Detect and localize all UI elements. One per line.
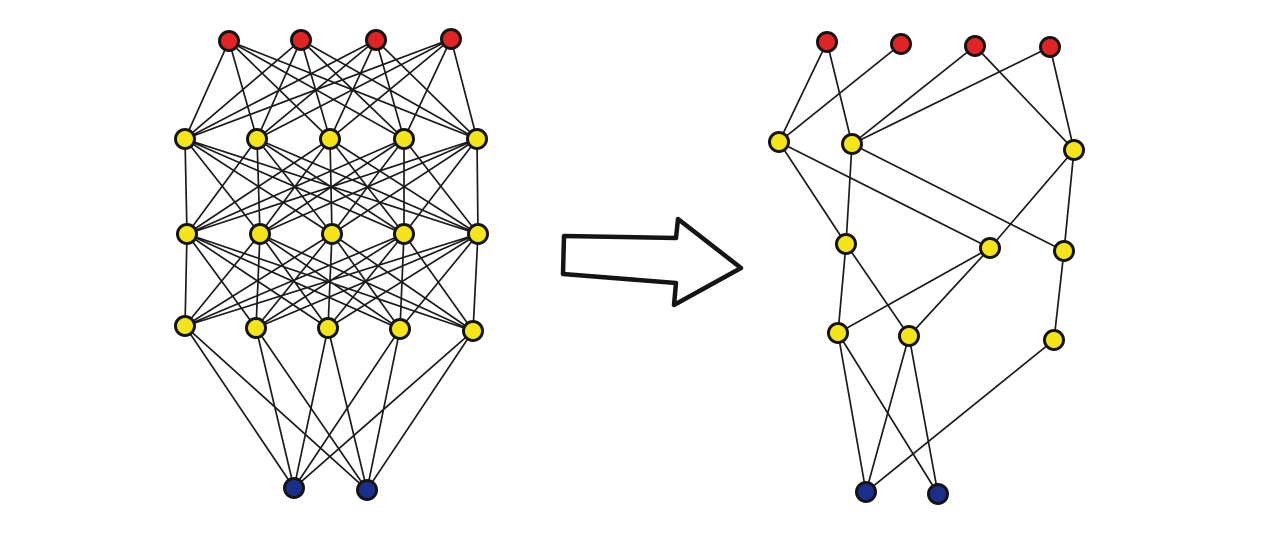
connection-edge bbox=[184, 39, 377, 140]
output-node bbox=[890, 33, 912, 55]
connection-edge bbox=[184, 138, 188, 235]
connection-edge bbox=[184, 233, 479, 327]
dense-network-nodes bbox=[174, 28, 489, 501]
connection-edge bbox=[399, 233, 479, 330]
connection-edge bbox=[1049, 46, 1075, 151]
right-arrow-icon bbox=[560, 216, 744, 308]
hidden-node bbox=[393, 223, 415, 245]
connection-edge bbox=[186, 138, 478, 235]
output-node bbox=[440, 28, 462, 50]
connection-edge bbox=[845, 143, 853, 245]
connection-edge bbox=[255, 233, 479, 329]
connection-edge bbox=[450, 38, 478, 140]
connection-edge bbox=[184, 233, 261, 327]
connection-edge bbox=[256, 38, 452, 140]
connection-edge bbox=[186, 138, 331, 235]
hidden-node bbox=[841, 133, 863, 155]
hidden-node bbox=[827, 322, 849, 344]
hidden-node bbox=[1053, 240, 1075, 262]
connection-edge bbox=[184, 233, 333, 327]
connection-edge bbox=[293, 328, 401, 489]
hidden-node bbox=[321, 223, 343, 245]
connection-edge bbox=[184, 233, 405, 327]
connection-edge bbox=[865, 339, 1055, 493]
dense-network-edges bbox=[184, 38, 479, 491]
connection-edge bbox=[778, 141, 991, 249]
hidden-node bbox=[246, 128, 268, 150]
connection-edge bbox=[329, 38, 452, 140]
connection-edge bbox=[366, 330, 474, 491]
pruned-network-edges bbox=[778, 41, 1075, 495]
connection-edge bbox=[778, 41, 828, 143]
output-node bbox=[365, 29, 387, 51]
hidden-node bbox=[393, 128, 415, 150]
connection-edge bbox=[184, 233, 188, 327]
connection-edge bbox=[837, 243, 847, 334]
input-node bbox=[283, 477, 305, 499]
connection-edge bbox=[331, 138, 478, 235]
connection-edge bbox=[1053, 250, 1065, 341]
hidden-node bbox=[249, 223, 271, 245]
connection-edge bbox=[403, 138, 478, 235]
connection-edge bbox=[472, 233, 479, 332]
pruned-network-nodes bbox=[768, 31, 1085, 505]
connection-edge bbox=[908, 247, 991, 337]
connection-edge bbox=[259, 138, 478, 235]
hidden-node bbox=[174, 315, 196, 337]
hidden-node bbox=[898, 325, 920, 347]
connection-edge bbox=[293, 327, 329, 489]
output-node bbox=[290, 29, 312, 51]
connection-edge bbox=[403, 38, 452, 140]
input-node bbox=[356, 479, 378, 501]
connection-edge bbox=[184, 40, 230, 140]
connection-edge bbox=[845, 243, 910, 337]
connection-edge bbox=[184, 325, 295, 489]
output-node bbox=[964, 35, 986, 57]
connection-edge bbox=[186, 138, 258, 235]
hidden-node bbox=[462, 320, 484, 342]
input-node bbox=[855, 481, 877, 503]
hidden-node bbox=[979, 237, 1001, 259]
hidden-node bbox=[245, 317, 267, 339]
connection-edge bbox=[851, 45, 976, 145]
hidden-node bbox=[319, 128, 341, 150]
connection-edge bbox=[184, 38, 452, 140]
hidden-node bbox=[174, 128, 196, 150]
connection-edge bbox=[989, 149, 1075, 249]
connection-edge bbox=[476, 138, 479, 235]
connection-edge bbox=[837, 332, 867, 493]
connection-edge bbox=[293, 330, 474, 489]
hidden-node bbox=[176, 223, 198, 245]
connection-edge bbox=[851, 143, 1065, 252]
hidden-node bbox=[1043, 329, 1065, 351]
connection-edge bbox=[184, 325, 368, 491]
connection-edge bbox=[1063, 149, 1075, 252]
input-node bbox=[927, 483, 949, 505]
hidden-node bbox=[317, 317, 339, 339]
connection-edge bbox=[837, 247, 991, 334]
hidden-node bbox=[466, 128, 488, 150]
connection-edge bbox=[974, 45, 1075, 151]
output-node bbox=[218, 30, 240, 52]
connection-edge bbox=[908, 335, 939, 495]
hidden-node bbox=[768, 131, 790, 153]
transform-arrow bbox=[560, 216, 744, 308]
connection-edge bbox=[327, 233, 479, 329]
hidden-node bbox=[1063, 139, 1085, 161]
output-node bbox=[816, 31, 838, 53]
connection-edge bbox=[778, 141, 847, 245]
connection-edge bbox=[865, 335, 910, 493]
connection-edge bbox=[255, 327, 295, 489]
connection-edge bbox=[851, 46, 1051, 145]
connection-edge bbox=[778, 43, 902, 143]
connection-edge bbox=[184, 39, 302, 140]
output-node bbox=[1039, 36, 1061, 58]
hidden-node bbox=[389, 318, 411, 340]
connection-edge bbox=[186, 138, 405, 235]
hidden-node bbox=[467, 223, 489, 245]
hidden-node bbox=[835, 233, 857, 255]
